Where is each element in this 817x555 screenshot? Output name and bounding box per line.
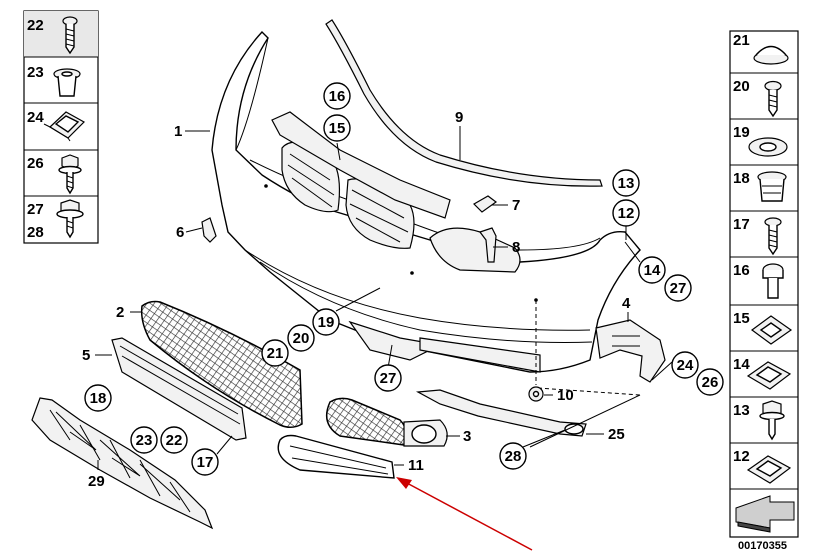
lower-carrier xyxy=(31,397,214,530)
part-label: 5 xyxy=(82,347,90,364)
part-label: 10 xyxy=(557,387,574,404)
arrow-icon xyxy=(735,495,795,533)
highlight-arrow xyxy=(396,477,533,551)
callout-label: 15 xyxy=(329,120,346,137)
left-panel-label: 22 xyxy=(27,17,44,34)
leader-lines xyxy=(95,126,673,470)
callout-label: 12 xyxy=(618,205,635,222)
callout-label: 17 xyxy=(197,454,214,471)
screw-icon xyxy=(764,80,782,118)
plain-labels: 1 9 6 7 8 2 5 4 10 3 25 11 29 xyxy=(82,109,631,490)
callout-label: 27 xyxy=(380,370,397,387)
callout-label: 13 xyxy=(618,175,635,192)
right-fastener-panel: 21 20 19 18 17 16 15 14 13 12 xyxy=(729,30,799,538)
callout-label: 20 xyxy=(293,330,310,347)
callout-label: 26 xyxy=(702,374,719,391)
callout-label: 21 xyxy=(267,345,284,362)
left-panel-label: 23 xyxy=(27,64,44,81)
right-panel-label: 18 xyxy=(733,170,750,187)
left-panel-label: 27 xyxy=(27,201,44,218)
small-bracket xyxy=(201,217,217,243)
right-panel-label: 20 xyxy=(733,78,750,95)
callout-label: 24 xyxy=(677,357,694,374)
left-panel-label: 24 xyxy=(27,109,44,126)
part-label: 3 xyxy=(463,428,471,445)
right-panel-label: 13 xyxy=(733,402,750,419)
right-panel-label: 12 xyxy=(733,448,750,465)
collar-screw-icon xyxy=(56,199,84,239)
right-panel-label: 17 xyxy=(733,216,750,233)
clip-nut-icon xyxy=(43,111,85,142)
screw-icon xyxy=(764,217,782,256)
part-label: 6 xyxy=(176,224,184,241)
upper-seal-strip xyxy=(325,19,603,187)
bolt-icon xyxy=(762,263,784,299)
document-id: 00170355 xyxy=(738,540,787,552)
washer-icon xyxy=(748,137,788,157)
hex-screw-icon xyxy=(759,400,785,441)
grommet-icon xyxy=(757,171,787,202)
callout-numbers: 16 15 13 12 14 27 19 20 21 27 24 26 18 2… xyxy=(90,88,719,471)
part-label: 11 xyxy=(408,457,424,474)
screw-icon xyxy=(62,16,78,55)
right-panel-label: 19 xyxy=(733,124,750,141)
side-mesh-grille xyxy=(325,397,448,447)
tow-hook-cover xyxy=(473,195,498,213)
right-panel-label: 15 xyxy=(733,310,750,327)
bumper-cover xyxy=(211,30,641,396)
part-label: 1 xyxy=(174,123,182,140)
part-label: 8 xyxy=(512,239,520,256)
mount-bracket xyxy=(479,227,497,263)
nut-part xyxy=(528,386,544,402)
left-fastener-panel: 22 23 24 26 27 28 xyxy=(23,10,99,244)
plate-bracket xyxy=(111,337,247,441)
callout-label: 18 xyxy=(90,390,107,407)
expanding-nut-icon xyxy=(53,68,81,97)
square-clip-icon xyxy=(750,315,793,345)
hex-screw-icon xyxy=(58,154,82,195)
right-panel-label: 21 xyxy=(733,32,750,49)
upper-mesh-grille xyxy=(140,300,303,428)
callout-label: 28 xyxy=(505,448,522,465)
side-bracket xyxy=(595,319,666,383)
part-label: 25 xyxy=(608,426,625,443)
left-panel-label: 26 xyxy=(27,155,44,172)
callout-label: 23 xyxy=(136,432,153,449)
part-label: 7 xyxy=(512,197,520,214)
right-panel-label: 16 xyxy=(733,262,750,279)
callout-label: 19 xyxy=(318,314,335,331)
callout-circles xyxy=(84,82,724,476)
part-label: 2 xyxy=(116,304,124,321)
cap-icon xyxy=(753,45,789,65)
clip-nut-icon xyxy=(746,455,792,484)
callout-label: 14 xyxy=(644,262,661,279)
part-label: 29 xyxy=(88,473,105,490)
reinforcement-rail xyxy=(415,389,587,437)
callout-label: 16 xyxy=(329,88,346,105)
callout-label: 27 xyxy=(670,280,687,297)
callout-label: 22 xyxy=(166,432,183,449)
part-label: 4 xyxy=(622,295,631,312)
left-panel-label: 28 xyxy=(27,224,44,241)
lower-trim xyxy=(277,434,395,479)
part-label: 9 xyxy=(455,109,463,126)
clip-nut-icon xyxy=(746,361,792,390)
right-panel-label: 14 xyxy=(733,356,750,373)
